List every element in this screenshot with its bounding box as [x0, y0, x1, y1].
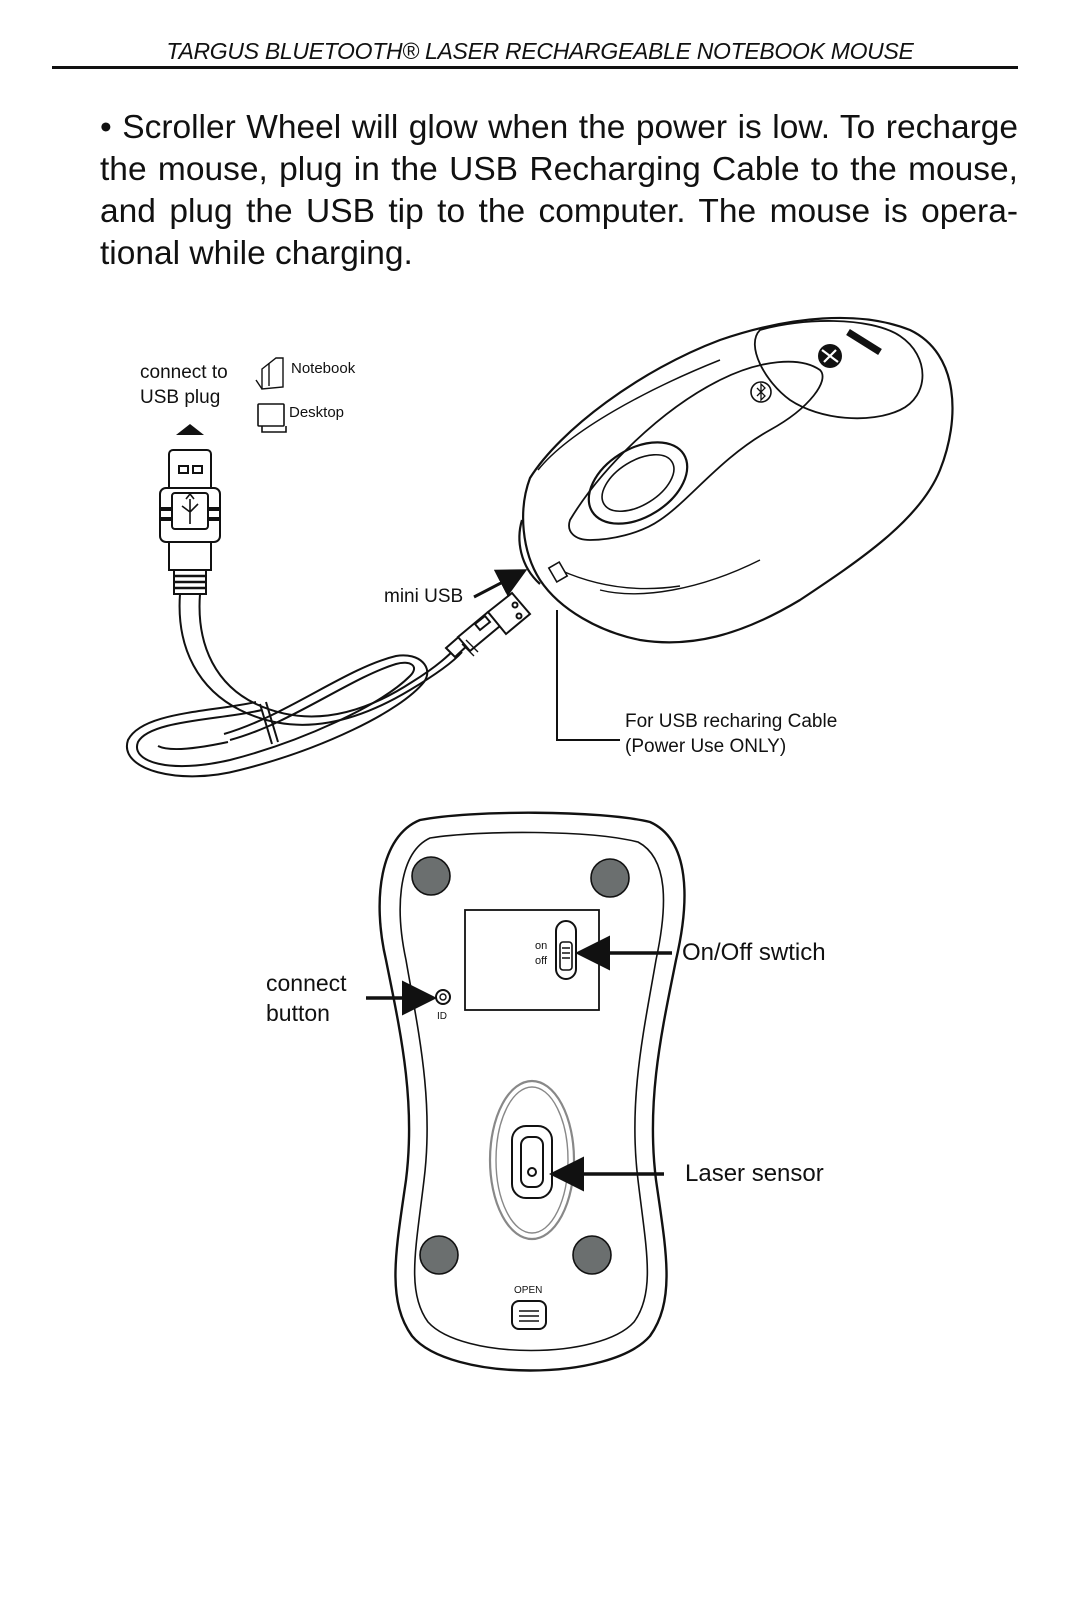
desktop-icon: [257, 403, 287, 433]
mouse-foot: [590, 858, 630, 898]
cable-note-2: (Power Use ONLY): [625, 736, 787, 757]
laser-sensor-icon: [511, 1125, 553, 1199]
mini-usb-label: mini USB: [384, 586, 464, 607]
usb-cable: [125, 593, 463, 778]
id-label: ID: [437, 1011, 447, 1022]
notebook-label: Notebook: [291, 360, 356, 377]
targus-logo-icon: [818, 329, 882, 368]
connect-button-label-1: connect: [266, 970, 347, 996]
header-rule: [52, 66, 1018, 69]
mouse-foot: [419, 1235, 459, 1275]
mini-usb-connector: [444, 591, 532, 659]
mini-usb-arrow: [473, 569, 528, 599]
cable-note-1: For USB recharing Cable: [625, 711, 838, 732]
mouse-foot: [411, 856, 451, 896]
open-latch-icon: [511, 1300, 547, 1330]
notebook-icon: [255, 357, 284, 390]
desktop-label: Desktop: [289, 404, 345, 421]
laser-sensor-label: Laser sensor: [685, 1160, 824, 1187]
up-arrow-icon: [176, 424, 204, 435]
open-label: OPEN: [514, 1285, 543, 1296]
page-header: TARGUS BLUETOOTH® LASER RECHARGEABLE NOT…: [166, 38, 914, 64]
switch-off-label: off: [535, 955, 548, 967]
usb-plug-icon: [159, 449, 221, 595]
connect-usb-label-1: connect to: [140, 362, 228, 383]
switch-on-label: on: [535, 940, 548, 952]
battery-cover: [464, 909, 600, 1011]
mouse-foot: [572, 1235, 612, 1275]
instruction-paragraph: • Scroller Wheel will glow when the powe…: [100, 109, 1018, 272]
connect-usb-label-2: USB plug: [140, 387, 221, 408]
mini-usb-port-icon: [547, 560, 569, 584]
connect-button-label-2: button: [266, 1000, 330, 1026]
onoff-switch-label: On/Off swtich: [682, 939, 826, 966]
mouse-bottom-view: [378, 811, 686, 1372]
power-switch: [555, 920, 577, 980]
mouse-top-view: [518, 316, 954, 644]
cable-leader-line: [556, 610, 620, 741]
